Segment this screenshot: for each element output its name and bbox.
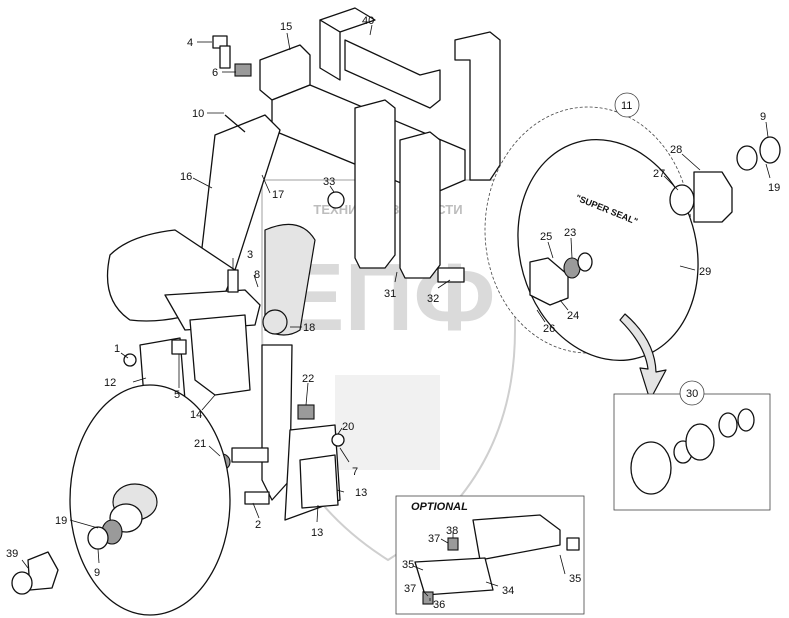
callout-3: 3 xyxy=(247,249,253,261)
callout-9-right: 9 xyxy=(760,111,766,123)
callout-15: 15 xyxy=(280,21,292,33)
callout-19-right: 19 xyxy=(768,182,780,194)
callout-9-left: 9 xyxy=(94,567,100,579)
callout-32: 32 xyxy=(427,293,439,305)
callout-39: 39 xyxy=(6,548,18,560)
callout-4: 4 xyxy=(187,37,193,49)
callout-labels: 4 6 15 40 10 16 17 33 3 8 18 31 32 1 12 … xyxy=(6,15,780,611)
optional-callout-36: 36 xyxy=(433,599,445,611)
optional-callout-37-lower: 37 xyxy=(404,583,416,595)
callout-30: 30 xyxy=(686,388,698,400)
callout-14: 14 xyxy=(190,409,202,421)
callout-2: 2 xyxy=(255,519,261,531)
callout-24: 24 xyxy=(567,310,579,322)
callout-5: 5 xyxy=(174,389,180,401)
callout-8: 8 xyxy=(254,269,260,281)
callout-25: 25 xyxy=(540,231,552,243)
callout-13-upper: 13 xyxy=(355,487,367,499)
detail-view-box xyxy=(613,393,771,511)
callout-19-left: 19 xyxy=(55,515,67,527)
optional-box: OPTIONAL xyxy=(395,495,585,615)
callout-23: 23 xyxy=(564,227,576,239)
callout-27: 27 xyxy=(653,168,665,180)
callout-13-lower: 13 xyxy=(311,527,323,539)
optional-callout-38: 38 xyxy=(446,525,458,537)
lower-disc-assembly xyxy=(11,384,231,616)
optional-callout-35-left: 35 xyxy=(402,559,414,571)
fasteners xyxy=(123,35,465,505)
callout-10: 10 xyxy=(192,108,204,120)
callout-33: 33 xyxy=(323,176,335,188)
callout-26: 26 xyxy=(543,323,555,335)
optional-callout-34: 34 xyxy=(502,585,514,597)
callout-22: 22 xyxy=(302,373,314,385)
callout-28: 28 xyxy=(670,144,682,156)
callout-16: 16 xyxy=(180,171,192,183)
callout-12: 12 xyxy=(104,377,116,389)
callout-31: 31 xyxy=(384,288,396,300)
callout-20: 20 xyxy=(342,421,354,433)
callout-17: 17 xyxy=(272,189,284,201)
callout-1: 1 xyxy=(114,343,120,355)
callout-40: 40 xyxy=(362,15,374,27)
callout-11: 11 xyxy=(621,100,632,112)
callout-6: 6 xyxy=(212,67,218,79)
upper-disc-assembly: "SUPER SEAL" xyxy=(484,106,781,362)
callout-7: 7 xyxy=(352,466,358,478)
optional-title: OPTIONAL xyxy=(411,501,468,513)
optional-callout-37-upper: 37 xyxy=(428,533,440,545)
callout-21: 21 xyxy=(194,438,206,450)
callout-18: 18 xyxy=(303,322,315,334)
optional-callout-35-right: 35 xyxy=(569,573,581,585)
callout-29: 29 xyxy=(699,266,711,278)
